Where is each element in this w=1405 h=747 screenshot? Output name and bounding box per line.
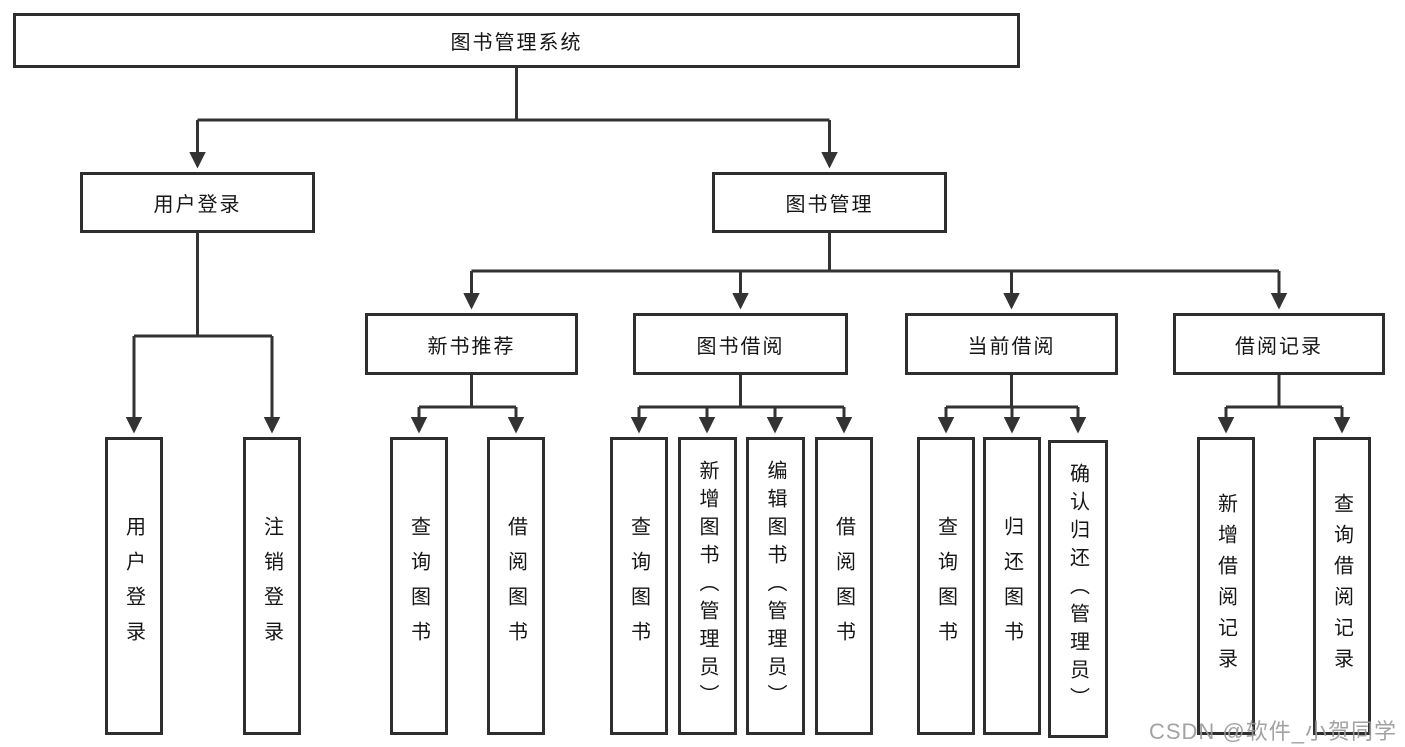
leaf-user-login-label: 用户登录 xyxy=(122,516,145,656)
leaf-current-query: 查询图书 xyxy=(917,437,975,735)
leaf-records-add-label: 新增借阅记录 xyxy=(1214,493,1237,679)
leaf-records-add: 新增借阅记录 xyxy=(1197,437,1255,735)
leaf-logout-label: 注销登录 xyxy=(260,516,283,656)
connector-records-trunk xyxy=(1226,375,1342,409)
leaf-current-confirm-admin: 确认归还（管理员） xyxy=(1048,440,1108,738)
node-new-book-recommend-label: 新书推荐 xyxy=(427,335,516,358)
connector-root-trunk xyxy=(197,68,830,122)
leaf-borrow-borrow-label: 借阅图书 xyxy=(832,516,855,656)
node-root-system: 图书管理系统 xyxy=(13,13,1020,68)
connector-login-trunk xyxy=(134,233,272,338)
leaf-current-return-label: 归还图书 xyxy=(1000,516,1023,656)
csdn-watermark: CSDN @软件_小贺同学 xyxy=(1148,719,1397,744)
leaf-current-query-label: 查询图书 xyxy=(934,516,957,656)
node-borrow-records-label: 借阅记录 xyxy=(1235,335,1323,358)
node-book-borrow: 图书借阅 xyxy=(633,313,848,375)
leaf-newbooks-query-label: 查询图书 xyxy=(407,516,430,656)
node-current-borrow-label: 当前借阅 xyxy=(967,335,1056,358)
leaf-borrow-add-admin-label: 新增图书（管理员） xyxy=(696,460,718,712)
node-book-management: 图书管理 xyxy=(712,172,947,233)
node-user-login-label: 用户登录 xyxy=(153,194,242,216)
leaf-borrow-edit-admin-label: 编辑图书（管理员） xyxy=(764,460,786,712)
node-book-borrow-label: 图书借阅 xyxy=(696,335,785,358)
leaf-current-return: 归还图书 xyxy=(983,437,1041,735)
leaf-user-login: 用户登录 xyxy=(105,437,163,735)
leaf-current-confirm-admin-label: 确认归还（管理员） xyxy=(1066,463,1089,715)
connector-current-trunk xyxy=(946,375,1078,409)
node-user-login: 用户登录 xyxy=(80,172,315,233)
leaf-borrow-query: 查询图书 xyxy=(610,437,668,735)
node-new-book-recommend: 新书推荐 xyxy=(365,313,578,375)
leaf-newbooks-borrow-label: 借阅图书 xyxy=(504,516,527,656)
node-current-borrow: 当前借阅 xyxy=(905,313,1118,375)
node-root-system-label: 图书管理系统 xyxy=(450,32,583,54)
leaf-records-query: 查询借阅记录 xyxy=(1313,437,1371,735)
connector-newbooks-trunk xyxy=(419,375,516,409)
node-borrow-records: 借阅记录 xyxy=(1173,313,1385,375)
leaf-borrow-add-admin: 新增图书（管理员） xyxy=(678,437,737,735)
leaf-borrow-query-label: 查询图书 xyxy=(627,516,650,656)
leaf-newbooks-query: 查询图书 xyxy=(390,437,448,735)
leaf-logout: 注销登录 xyxy=(243,437,301,735)
connector-borrow-trunk xyxy=(639,375,844,409)
leaf-newbooks-borrow: 借阅图书 xyxy=(487,437,545,735)
node-book-management-label: 图书管理 xyxy=(785,194,874,216)
leaf-borrow-edit-admin: 编辑图书（管理员） xyxy=(746,437,805,735)
connector-management-trunk xyxy=(471,233,1279,273)
leaf-records-query-label: 查询借阅记录 xyxy=(1330,493,1353,679)
leaf-borrow-borrow: 借阅图书 xyxy=(815,437,873,735)
